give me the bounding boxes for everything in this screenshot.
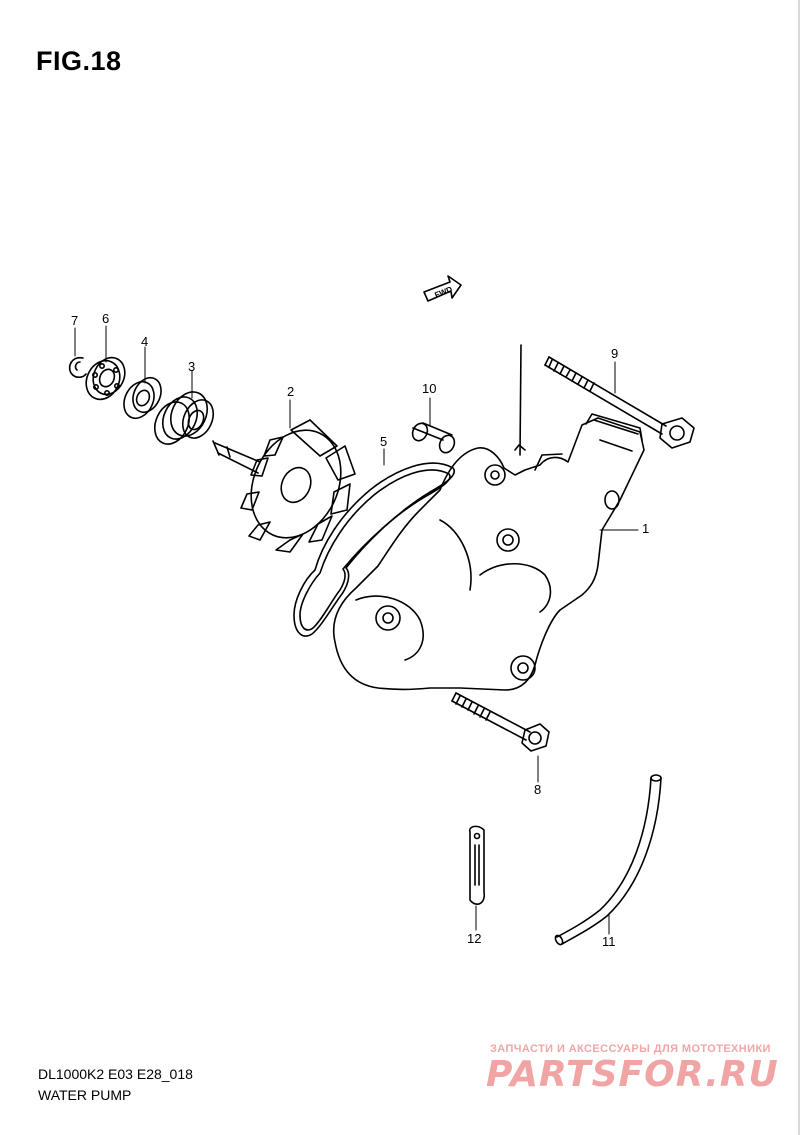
clamp-part (468, 825, 486, 905)
model-code: DL1000K2 E03 E28_018 (38, 1066, 193, 1082)
mechanical-seal-part (153, 391, 215, 445)
callout-11: 11 (602, 934, 616, 949)
callout-3: 3 (188, 359, 195, 374)
callout-9: 9 (611, 346, 618, 361)
oil-seal-part (123, 376, 162, 420)
callout-4: 4 (141, 334, 148, 349)
section-name: WATER PUMP (38, 1087, 132, 1103)
callout-8: 8 (534, 782, 541, 797)
callout-12: 12 (467, 931, 481, 946)
leader-lines (74, 325, 639, 935)
watermark-logo: PARTSFOR.RU (486, 1054, 779, 1095)
fwd-arrow-icon: FWD (423, 275, 462, 302)
callout-6: 6 (102, 311, 109, 326)
o-ring-part (293, 462, 455, 637)
callout-7: 7 (71, 313, 78, 328)
figure-title: FIG.18 (36, 46, 122, 76)
callout-10: 10 (422, 381, 436, 396)
watermark-tagline: ЗАПЧАСТИ И АКСЕССУАРЫ ДЛЯ МОТОТЕХНИКИ (490, 1043, 771, 1055)
page-border (798, 0, 800, 1135)
callout-1: 1 (642, 521, 649, 536)
callout-5: 5 (380, 434, 387, 449)
callout-2: 2 (287, 384, 294, 399)
hose-part (554, 774, 662, 946)
long-bolt-part (544, 356, 695, 449)
dowel-pin-part (411, 422, 456, 454)
short-bolt-part (451, 692, 550, 752)
water-pump-body-part (332, 344, 645, 691)
impeller-part (212, 419, 356, 553)
bearing-part (85, 356, 126, 401)
circlip-part (68, 356, 87, 379)
